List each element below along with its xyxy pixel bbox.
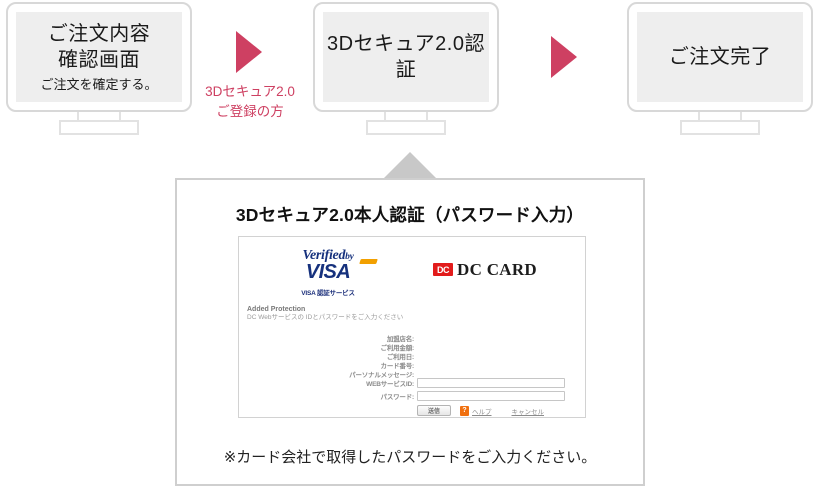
monitor-neck (698, 112, 742, 121)
monitor-screen: ご注文内容 確認画面 ご注文を確定する。 (16, 12, 182, 102)
field-label: ご利用金額: (380, 345, 415, 352)
monitor-neck (77, 112, 121, 121)
callout-pointer-icon (384, 152, 436, 178)
step-monitor-order-complete: ご注文完了 (627, 2, 813, 135)
by-word: by (345, 252, 354, 262)
arrow-right-icon (236, 31, 262, 73)
step-monitor-3ds-auth: 3Dセキュア2.0認証 (313, 2, 499, 135)
verified-by-visa-logo: Verifiedby VISA VISA 認証サービス (280, 249, 378, 297)
help-icon[interactable]: ? (460, 405, 469, 416)
visa-jp-service-label: VISA 認証サービス (301, 290, 355, 297)
form-row-amount: ご利用金額: (239, 342, 585, 352)
step-monitor-order-confirm: ご注文内容 確認画面 ご注文を確定する。 (6, 2, 192, 135)
detail-panel: 3Dセキュア2.0本人認証（パスワード入力） Verifiedby VISA V… (175, 178, 645, 486)
form-row-use-date: ご利用日: (239, 351, 585, 361)
visa-wordmark: VISA (280, 259, 378, 283)
card-auth-form: Verifiedby VISA VISA 認証サービス DC DC CARD A… (238, 236, 586, 418)
verified-word: Verified (302, 248, 346, 263)
monitor-screen: ご注文完了 (637, 12, 803, 102)
submit-button[interactable]: 送信 (417, 405, 451, 416)
arrow-caption-line1: 3Dセキュア2.0 (205, 84, 295, 99)
password-input[interactable] (417, 391, 565, 401)
field-label: カード番号: (380, 363, 415, 370)
added-protection-block: Added Protection DC Webサービスの IDとパスワードをご入… (247, 305, 403, 323)
form-row-password: パスワード: (239, 391, 585, 401)
monitor-neck (384, 112, 428, 121)
step-label-order-complete: ご注文完了 (669, 44, 772, 70)
form-row-web-service-id: WEBサービスID: (239, 378, 585, 388)
dc-card-name: DC CARD (457, 260, 538, 279)
step-title-line1: 3Dセキュア2.0認証 (327, 32, 485, 81)
form-actions: 送信 ? ヘルプ キャンセル (417, 405, 544, 416)
field-label: ご利用日: (386, 354, 414, 361)
form-row-merchant-name: 加盟店名: (239, 333, 585, 343)
cancel-link[interactable]: キャンセル (511, 408, 545, 416)
arrow-caption-line2: ご登録の方 (216, 103, 284, 119)
dc-card-mark-icon: DC (433, 263, 453, 276)
monitor-stand (366, 120, 446, 135)
step-subtitle: ご注文を確定する。 (40, 77, 158, 93)
arrow-right-icon (551, 36, 577, 78)
monitor-screen: 3Dセキュア2.0認証 (323, 12, 489, 102)
form-row-personal-message: パーソナルメッセージ: (239, 369, 585, 379)
step-title-line1: ご注文完了 (668, 45, 772, 68)
arrow-caption-1: 3Dセキュア2.0 ご登録の方 (194, 82, 306, 121)
panel-title: 3Dセキュア2.0本人認証（パスワード入力） (235, 205, 585, 225)
form-row-card-number: カード番号: (239, 360, 585, 370)
step-label-order-confirm: ご注文内容 確認画面 ご注文を確定する。 (40, 21, 157, 94)
added-protection-description: DC Webサービスの IDとパスワードをご入力ください (247, 314, 404, 322)
step-title-line2: 確認画面 (57, 48, 140, 71)
step-label-3ds-auth: 3Dセキュア2.0認証 (323, 31, 489, 84)
visa-text: VISA (305, 261, 351, 283)
visa-swoosh-icon (359, 259, 378, 264)
panel-note: ※カード会社で取得したパスワードをご入力ください。 (223, 449, 597, 466)
verified-by-visa-verified-text: Verifiedby (280, 249, 376, 263)
field-label: パーソナルメッセージ: (349, 372, 414, 379)
web-service-id-input[interactable] (417, 378, 565, 388)
field-label: 加盟店名: (386, 336, 414, 343)
monitor-stand (680, 120, 760, 135)
field-label: パスワード: (380, 394, 415, 401)
monitor-stand (59, 120, 139, 135)
dc-card-logo: DC DC CARD (433, 261, 537, 278)
help-link[interactable]: ヘルプ (472, 408, 492, 416)
added-protection-heading: Added Protection (247, 306, 306, 313)
step-title-line1: ご注文内容 (47, 22, 151, 45)
field-label: WEBサービスID: (366, 381, 414, 388)
